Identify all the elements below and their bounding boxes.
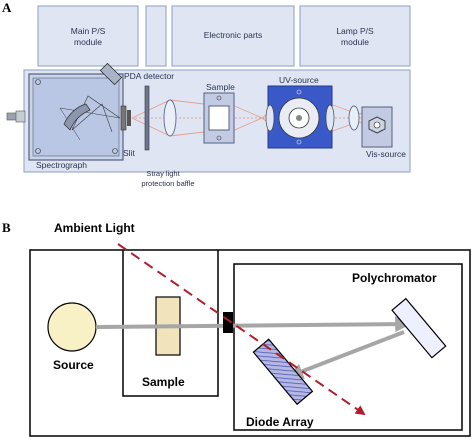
lamp-ps-label-2: module [341,37,369,47]
panel-a: A Main P/S module Electronic parts Lamp … [2,0,411,188]
sample-cell: Sample [203,82,235,144]
electronic-parts-label: Electronic parts [204,30,263,40]
lamp-ps-module: Lamp P/S module [299,5,411,67]
slit: Slit [120,105,135,158]
lamp-ps-label-1: Lamp P/S [336,26,374,36]
source-beam-arrow [95,316,412,333]
spectrograph [28,73,124,161]
dispersed-beam-arrow [287,330,405,379]
sample-compartment [122,250,219,397]
slit-label: Slit [123,148,135,158]
diode-array-label: Diode Array [246,415,314,429]
grating-icon [391,297,447,359]
source-lamp-icon [47,302,97,352]
vis-lens-icon [348,105,360,131]
baffle-label-1: Stray light [146,169,180,178]
sample-label: Sample [206,82,235,92]
polychromator-label: Polychromator [352,271,437,285]
panel-b-label: B [2,220,11,235]
lens-icon [163,99,177,137]
ambient-light-arrow [117,243,366,416]
panel-a-label: A [2,0,12,15]
panel-b: B Ambient Light Polychromator Source Sam… [2,220,471,437]
instrument-outline [29,249,471,437]
spectrometer-compartment [233,263,463,431]
uv-source-label: UV-source [279,75,319,85]
grating-icon [63,103,91,131]
vis-source-label: Vis-source [366,149,406,159]
ambient-light-label: Ambient Light [54,221,135,235]
uv-source: UV-source [265,75,335,149]
source-label: Source [53,358,94,372]
spacer-module [145,5,167,67]
baffle-label-2: protection baffle [141,179,194,188]
main-ps-module: Main P/S module [37,5,139,67]
sample-label-b: Sample [142,375,185,389]
pda-detector: PDA detector [99,62,174,86]
spectrograph-label: Spectrograph [36,160,87,170]
main-ps-label-2: module [74,37,102,47]
electronic-parts-module: Electronic parts [171,5,295,67]
main-ps-label-1: Main P/S [71,26,106,36]
vis-source: Vis-source [361,106,406,159]
stray-light-baffle: Stray light protection baffle [141,85,195,188]
adjust-knob-icon [6,112,18,121]
pda-detector-label: PDA detector [124,71,174,81]
diode-array-icon [252,338,314,406]
entrance-slit [223,312,233,333]
